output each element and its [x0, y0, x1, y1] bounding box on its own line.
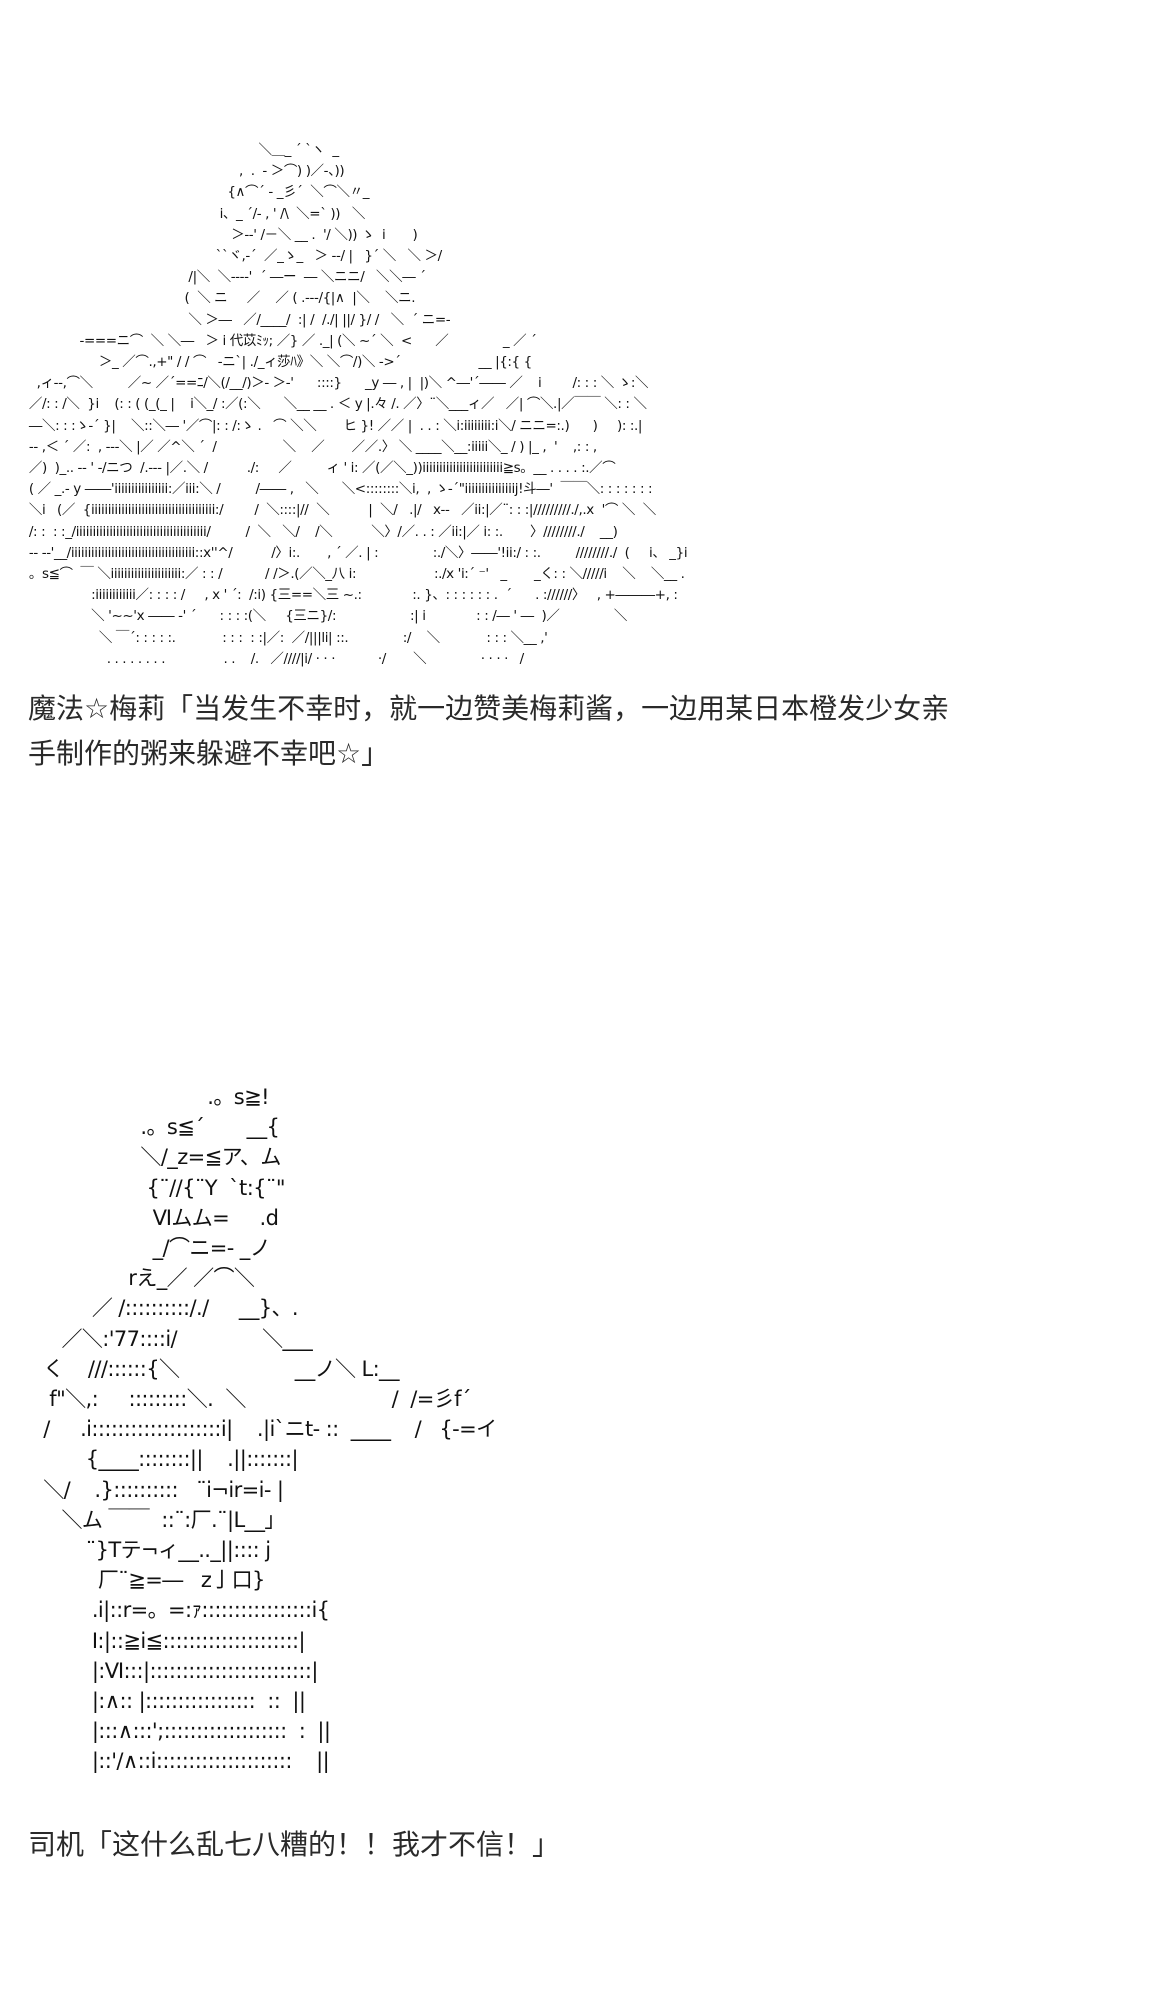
ascii-art-line: く ///::::::{＼ __ノ＼ L:__	[25, 1356, 399, 1381]
ascii-art-line: ―＼: : :ゝ-´ }| ＼::＼― '／⌒|: : /:ゝ . ⌒ ＼＼ ヒ…	[25, 417, 643, 434]
ascii-art-line: :iiiiiiiiiiii／: : : : / , x ' ´: /:i) {三…	[25, 587, 678, 604]
ascii-art-line: |::'/∧::i::::::::::::::::::::: ||	[25, 1749, 330, 1774]
ascii-art-line: ／) )_.. -- ' -/ニつ /.--- |／.＼ / ./: ／ ィ '…	[25, 460, 616, 477]
ascii-art-line: rえ_／ ／⌒＼	[25, 1266, 255, 1291]
dialogue-merry-line-2: 手制作的粥来躲避不幸吧☆」	[28, 737, 390, 770]
ascii-art-line: 。s≦⌒ ￣ ＼iiiiiiiiiiiiiiiiiiiii:／ : : / / …	[25, 566, 685, 583]
ascii-art-line: . . . . . . . . . . /. ／////|i/ · · · ·/…	[25, 650, 525, 667]
ascii-art-line: |:∧:: |::::::::::::::::: :: ||	[25, 1689, 306, 1714]
ascii-art-line: ／/: : /＼ }i (: : ( (_(_ | i＼_/ :／(:＼ ＼__…	[25, 396, 647, 413]
ascii-art-line: ``ヾ,-´ ／_ゝ_ ＞ --/ | }´ ＼ ＼ ＞/	[25, 248, 443, 265]
ascii-art-line: .i|::r=。=:ｧ:::::::::::::::::i{	[25, 1598, 330, 1623]
ascii-art-line: ¨}Tテ¬ィ__.._||:::: j	[25, 1538, 271, 1563]
ascii-art-line: -===ニ⌒ ＼ ＼― ＞ i 代苡ﾐｯ; ／} ／ ._| (＼ ~´ ＼ <…	[25, 332, 537, 349]
ascii-art-line: .。s≦´ __{	[25, 1115, 280, 1140]
ascii-art-line: /: : : :_/iiiiiiiiiiiiiiiiiiiiiiiiiiiiii…	[25, 523, 618, 540]
ascii-art-line: ＼＿_ ´ `ヽ _	[25, 142, 339, 158]
dialogue-driver: 司机「这什么乱七八糟的！！我才不信！」	[28, 1828, 561, 1861]
ascii-art-line: Ⅵムム= .d	[25, 1205, 279, 1230]
ascii-art-line: ＼ '~~'x ―― -' ´ : : : :(＼ {三ニ}/: :| i : …	[25, 608, 628, 625]
dialogue-merry-line-1: 魔法☆梅莉「当发生不幸时，就一边赞美梅莉酱，一边用某日本橙发少女亲	[28, 692, 950, 725]
ascii-art-line: i、_ ´/- , ' /\ ＼=` )) ＼	[25, 205, 366, 222]
ascii-art-driver: .。s≧! .。s≦´ __{ ＼/_z=≦ア、ム {¨//{¨Y `t:{¨"…	[25, 1082, 497, 1777]
ascii-art-line: -- ,＜ ´ ／: , ---＼ |／ ／^＼ ´ / ＼ ／ ／／.〉 ＼ …	[25, 438, 597, 455]
dialogue-merry: 魔法☆梅莉「当发生不幸时，就一边赞美梅莉酱，一边用某日本橙发少女亲 手制作的粥来…	[28, 686, 1128, 776]
ascii-art-line: ＞_ ／⌒.,+" / / ⌒ -ニ`| ./_ィ莎ﾊ》＼ ＼⌒/)＼ ->´ …	[25, 354, 532, 371]
ascii-art-line: _/⌒ニ=- _ノ	[25, 1236, 271, 1261]
ascii-art-line: .。s≧!	[25, 1085, 269, 1109]
ascii-art-line: ／＼:'77::::i/ ＼___	[25, 1326, 313, 1351]
ascii-art-line: -- --'__/iiiiiiiiiiiiiiiiiiiiiiiiiiiiiii…	[25, 544, 688, 561]
ascii-art-line: ＼ ＞― ／/____/ :| / /./| ||/ }/ / ＼ ´ ニ=-	[25, 311, 451, 328]
ascii-art-line: |:::∧:::';::::::::::::::::::: : ||	[25, 1719, 331, 1744]
ascii-art-line: 厂¨≧=― z亅口}	[25, 1568, 266, 1593]
ascii-art-line: ＼/_z=≦ア、ム	[25, 1145, 281, 1170]
ascii-art-line: I:|::≧i≦:::::::::::::::::::::|	[25, 1628, 306, 1653]
ascii-art-line: ( ／ _.- y ――'iiiiiiiiiiiiiiii:／iii:＼ / /…	[25, 481, 653, 498]
ascii-art-line: ( ＼ ニ ／ ／ ( .---/{|∧ |＼ ＼ニ.	[25, 290, 416, 307]
ascii-art-magical-merry-scene: ＼＿_ ´ `ヽ _ , . - ＞⌒) )／-、)) {∧⌒´ - _彡´ ＼…	[25, 140, 688, 670]
ascii-art-line: {____::::::::|| .||:::::::|	[25, 1447, 299, 1472]
ascii-art-line: ＼ム ￣￣ ::¨:厂.¨|L__」	[25, 1507, 285, 1532]
ascii-art-line: ＼/ .}:::::::::: ¨i¬ir=i- |	[25, 1477, 284, 1502]
ascii-art-line: ／ /::::::::::/./ __}、.	[25, 1296, 299, 1321]
ascii-art-line: , . - ＞⌒) )／-、))	[25, 163, 345, 180]
ascii-art-line: f"＼,: :::::::::＼. ＼ / /=彡f´	[25, 1387, 471, 1412]
ascii-art-line: / .i::::::::::::::::::::i| .|i`ニt- :: __…	[25, 1417, 497, 1442]
ascii-art-line: ＞--' /－＼ __ . '/ ＼)) ゝ i )	[25, 226, 418, 243]
ascii-art-line: ,ィ--,⌒＼ ／~ ／´==ﾆ/＼(/__/)＞- ＞-' ::::} _y …	[25, 375, 649, 392]
ascii-art-line: {¨//{¨Y `t:{¨"	[25, 1175, 286, 1200]
ascii-art-line: /|＼ ＼---‐' ´ ―ー ― ＼ニニ/ ＼＼― ´	[25, 269, 426, 286]
ascii-art-line: ＼ ￣´: : : : :. : : : : :|／: ／/|||li| ::.…	[25, 629, 548, 646]
ascii-art-line: |:Ⅵ:::|:::::::::::::::::::::::::|	[25, 1658, 319, 1683]
ascii-art-line: {∧⌒´ - _彡´ ＼⌒＼〃_	[25, 184, 370, 201]
ascii-art-line: ＼i (／ {iiiiiiiiiiiiiiiiiiiiiiiiiiiiiiiii…	[25, 502, 656, 519]
